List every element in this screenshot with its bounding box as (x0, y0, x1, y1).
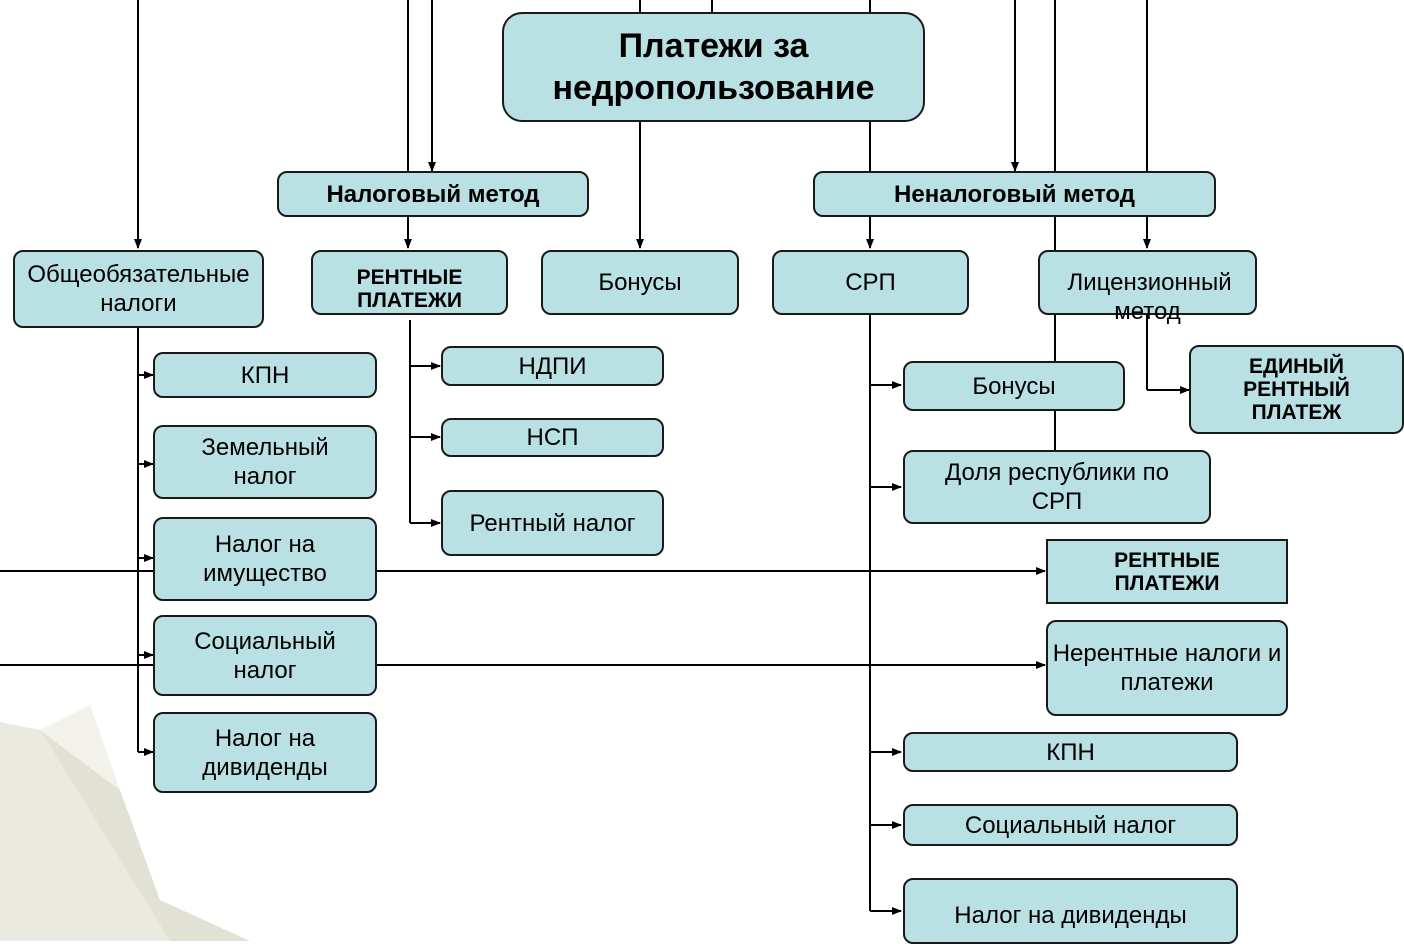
dividend-tax-right-label: Налог на дивиденды (954, 902, 1187, 929)
bonuses-right-box: Бонусы (903, 361, 1125, 411)
nontax-method-label: Неналоговый метод (894, 180, 1135, 208)
nontax-method-box: Неналоговый метод (813, 171, 1216, 217)
kpn-left-label: КПН (240, 361, 290, 389)
title-label: Платежи за недропользование (552, 27, 875, 107)
non-rent-label: Нерентные налоги и платежи (1052, 640, 1282, 696)
rent-payments-right-label: РЕНТНЫЕ ПЛАТЕЖИ (1114, 548, 1220, 595)
license-method-box: Лицензионный метод (1038, 250, 1257, 325)
republic-share-label: Доля республики по СРП (945, 459, 1169, 515)
social-tax-left-label: Социальный налог (194, 627, 336, 684)
rent-tax-box: Рентный налог (441, 490, 664, 556)
social-tax-left-box: Социальный налог (153, 615, 377, 696)
single-rent-payment-box: ЕДИНЫЙ РЕНТНЫЙ ПЛАТЕЖ (1189, 345, 1404, 434)
republic-share-box: Доля республики по СРП (903, 450, 1211, 524)
dividend-tax-right-box: Налог на дивиденды (903, 878, 1238, 944)
title-box: Платежи за недропользование (502, 12, 925, 122)
kpn-left-box: КПН (153, 352, 377, 398)
land-tax-label: Земельный налог (201, 434, 329, 490)
non-rent-box: Нерентные налоги и платежи (1046, 620, 1288, 716)
rent-payments-left-box: РЕНТНЫЕ ПЛАТЕЖИ (311, 250, 508, 315)
bonuses-mid-label: Бонусы (598, 269, 682, 296)
general-taxes-label: Общеобязательные налоги (27, 261, 250, 317)
kpn-right-label: КПН (1046, 738, 1095, 766)
single-rent-payment-label: ЕДИНЫЙ РЕНТНЫЙ ПЛАТЕЖ (1243, 355, 1350, 424)
bonuses-mid-box: Бонусы (541, 250, 739, 315)
ndpi-box: НДПИ (441, 346, 664, 386)
license-method-label: Лицензионный метод (1067, 269, 1232, 325)
nsp-label: НСП (526, 424, 579, 451)
social-tax-right-box: Социальный налог (903, 804, 1238, 846)
property-tax-box: Налог на имущество (153, 517, 377, 601)
property-tax-label: Налог на имущество (203, 531, 327, 587)
nsp-box: НСП (441, 418, 664, 457)
tax-method-box: Налоговый метод (277, 171, 589, 217)
rent-tax-label: Рентный налог (469, 509, 636, 537)
tax-method-label: Налоговый метод (326, 180, 540, 208)
rent-payments-left-label: РЕНТНЫЕ ПЛАТЕЖИ (356, 266, 463, 312)
bonuses-right-label: Бонусы (972, 372, 1056, 400)
dividend-tax-left-label: Налог на дивиденды (202, 724, 328, 781)
kpn-right-box: КПН (903, 732, 1238, 772)
dividend-tax-left-box: Налог на дивиденды (153, 712, 377, 793)
srp-box: СРП (772, 250, 969, 315)
rent-payments-right-box: РЕНТНЫЕ ПЛАТЕЖИ (1046, 539, 1288, 604)
social-tax-right-label: Социальный налог (964, 811, 1177, 839)
ndpi-label: НДПИ (518, 352, 587, 380)
general-taxes-box: Общеобязательные налоги (13, 250, 264, 328)
land-tax-box: Земельный налог (153, 425, 377, 499)
srp-label: СРП (845, 269, 896, 296)
